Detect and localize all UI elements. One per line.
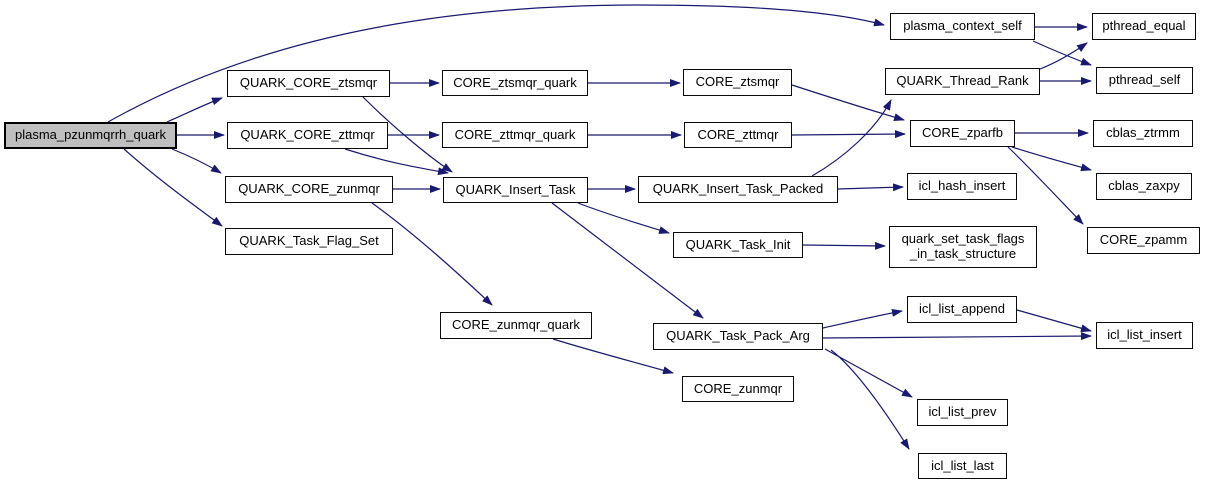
edge-quark-core-zttmqr-to-quark-insert-task [344, 148, 449, 176]
node-core-zparfb[interactable]: CORE_zparfb [910, 120, 1015, 147]
edge-quark-task-pack-arg-to-icl-list-last [830, 349, 910, 450]
edge-quark-task-init-to-quark-set-task-flags [802, 241, 886, 250]
node-pthread-equal[interactable]: pthread_equal [1092, 13, 1196, 40]
node-label: QUARK_Insert_Task_Packed [652, 181, 824, 197]
node-quark-core-zttmqr[interactable]: QUARK_CORE_zttmqr [227, 122, 388, 149]
node-label: CORE_zttmqr [697, 126, 779, 142]
edge-quark-thread-rank-to-pthread-equal [1039, 42, 1088, 70]
node-label: icl_list_last [931, 457, 994, 473]
node-quark-set-task-flags-in-task-structure[interactable]: quark_set_task_flags _in_task_structure [889, 226, 1037, 268]
node-quark-task-init[interactable]: QUARK_Task_Init [673, 232, 803, 258]
node-icl-hash-insert[interactable]: icl_hash_insert [907, 173, 1017, 200]
node-quark-core-ztsmqr[interactable]: QUARK_CORE_ztsmqr [227, 70, 390, 97]
node-cblas-zaxpy[interactable]: cblas_zaxpy [1096, 173, 1192, 200]
edge-quark-insert-task-to-quark-task-init [577, 202, 670, 234]
node-quark-core-zunmqr[interactable]: QUARK_CORE_zunmqr [225, 176, 393, 203]
edge-core-zparfb-to-cblas-zaxpy [1011, 146, 1092, 172]
edge-quark-task-pack-arg-to-icl-list-append [822, 308, 903, 329]
node-label: QUARK_CORE_zttmqr [240, 127, 375, 143]
edge-core-zparfb-to-core-zpamm [1007, 146, 1084, 225]
node-label: plasma_context_self [903, 18, 1022, 34]
node-label: QUARK_Insert_Task [455, 181, 576, 197]
node-label: CORE_zunmqr [693, 380, 783, 396]
edge-plasma-pzunmqrrh-quark-to-quark-core-zunmqr [171, 148, 222, 174]
node-label: plasma_pzunmqrrh_quark [14, 127, 167, 143]
node-pthread-self[interactable]: pthread_self [1096, 67, 1193, 94]
node-icl-list-last[interactable]: icl_list_last [918, 453, 1007, 479]
node-label: QUARK_Task_Flag_Set [239, 233, 379, 249]
node-label: QUARK_CORE_zunmqr [238, 181, 380, 197]
node-label: QUARK_Task_Pack_Arg [666, 328, 810, 344]
node-core-ztsmqr-quark[interactable]: CORE_ztsmqr_quark [442, 70, 588, 96]
edge-core-ztsmqr-to-core-zparfb [791, 84, 905, 122]
node-label: icl_hash_insert [918, 178, 1006, 194]
node-label: pthread_equal [1102, 18, 1186, 34]
edge-quark-insert-task-packed-to-quark-thread-rank [811, 99, 892, 177]
edge-quark-insert-task-packed-to-icl-hash-insert [837, 183, 904, 192]
edge-quark-insert-task-to-quark-task-pack-arg [551, 202, 704, 319]
node-quark-task-flag-set[interactable]: QUARK_Task_Flag_Set [225, 228, 393, 255]
edge-plasma-pzunmqrrh-quark-to-quark-task-flag-set [123, 148, 223, 227]
node-quark-thread-rank[interactable]: QUARK_Thread_Rank [885, 68, 1040, 95]
node-core-zunmqr[interactable]: CORE_zunmqr [682, 376, 794, 402]
node-label-line1: quark_set_task_flags [901, 231, 1025, 247]
node-core-ztsmqr[interactable]: CORE_ztsmqr [683, 69, 792, 96]
edge-quark-core-ztsmqr-to-quark-insert-task [362, 96, 453, 173]
node-label: CORE_ztsmqr_quark [453, 74, 577, 90]
edge-plasma-pzunmqrrh-quark-to-quark-core-ztsmqr [166, 97, 223, 123]
node-core-zpamm[interactable]: CORE_zpamm [1087, 227, 1200, 254]
node-core-zttmqr[interactable]: CORE_zttmqr [684, 122, 792, 148]
node-label: icl_list_prev [928, 404, 997, 420]
node-plasma-context-self[interactable]: plasma_context_self [890, 13, 1035, 40]
node-quark-insert-task[interactable]: QUARK_Insert_Task [443, 177, 588, 203]
edge-quark-core-zunmqr-to-core-zunmqr-quark [371, 202, 493, 306]
node-plasma-pzunmqrrh-quark: plasma_pzunmqrrh_quark [4, 122, 177, 149]
node-label-line2: _in_task_structure [909, 246, 1017, 261]
node-label: CORE_ztsmqr [695, 74, 780, 90]
node-label: CORE_zunmqr_quark [452, 317, 580, 333]
node-label: CORE_zpamm [1099, 232, 1188, 248]
node-core-zttmqr-quark[interactable]: CORE_zttmqr_quark [442, 122, 588, 148]
node-cblas-ztrmm[interactable]: cblas_ztrmm [1093, 120, 1193, 147]
edge-core-zunmqr-quark-to-core-zunmqr [552, 338, 674, 375]
node-icl-list-insert[interactable]: icl_list_insert [1096, 322, 1193, 349]
node-core-zunmqr-quark[interactable]: CORE_zunmqr_quark [440, 312, 592, 339]
node-label: QUARK_CORE_ztsmqr [239, 75, 378, 91]
node-label: QUARK_Thread_Rank [896, 73, 1029, 89]
edge-icl-list-append-to-icl-list-insert [1016, 309, 1092, 333]
node-label: CORE_zparfb [922, 125, 1003, 141]
node-label: cblas_zaxpy [1108, 178, 1180, 194]
edge-quark-task-pack-arg-to-icl-list-insert [822, 332, 1092, 341]
node-label: QUARK_Task_Init [685, 236, 791, 252]
node-label: CORE_zttmqr_quark [454, 126, 576, 142]
node-label: cblas_ztrmm [1106, 125, 1180, 141]
edge-plasma-pzunmqrrh-quark-to-plasma-context-self [107, 4, 885, 123]
node-quark-task-pack-arg[interactable]: QUARK_Task_Pack_Arg [653, 323, 823, 350]
node-icl-list-prev[interactable]: icl_list_prev [917, 399, 1008, 426]
node-quark-insert-task-packed[interactable]: QUARK_Insert_Task_Packed [638, 176, 838, 203]
node-label: icl_list_append [918, 301, 1005, 317]
edge-core-zttmqr-to-core-zparfb [791, 130, 906, 139]
node-icl-list-append[interactable]: icl_list_append [907, 296, 1017, 323]
node-label: pthread_self [1108, 72, 1181, 88]
node-label: icl_list_insert [1107, 327, 1182, 343]
edge-plasma-context-self-to-pthread-self [1032, 40, 1092, 66]
